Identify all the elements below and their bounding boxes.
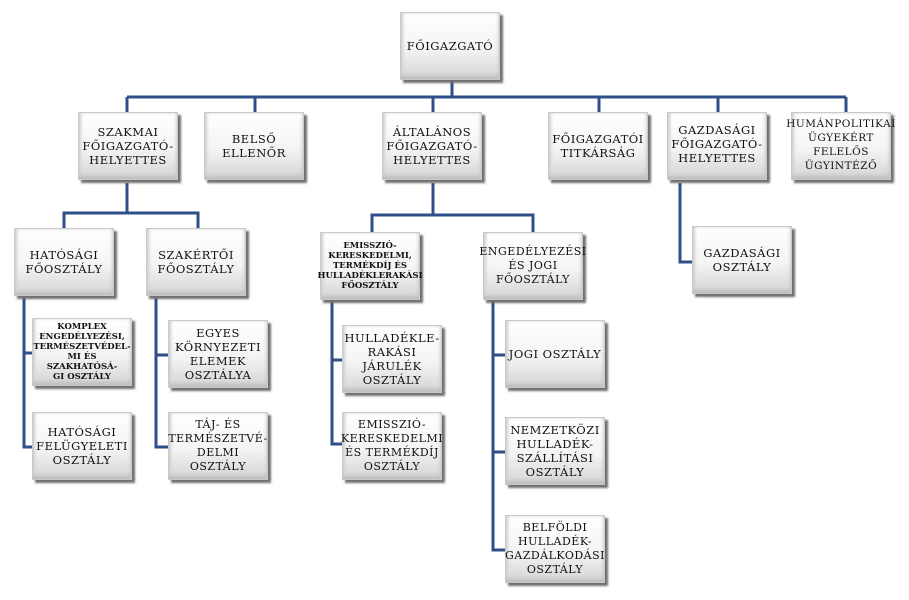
box-gazdasagi-foigazgato-helyettes: GAZDASÁGI FŐIGAZGATÓ- HELYETTES: [667, 112, 767, 180]
box-gazdasagi-osztaly: GAZDASÁGI OSZTÁLY: [692, 226, 792, 294]
box-engedelyezesi-jogi-foosztaly: ENGEDÉLYEZÉSI ÉS JOGI FŐOSZTÁLY: [479, 232, 586, 300]
connector-szakertoi-children: [154, 298, 168, 449]
connector-engedelyezesi-children: [491, 298, 505, 552]
box-egyes-kornyezeti-elemek-osztalya: EGYES KÖRNYEZETI ELEMEK OSZTÁLYA: [168, 320, 268, 388]
connector-altalanos-children: [370, 183, 535, 232]
box-humanpolitikai-ugyintezo: HUMÁNPOLITIKAI ÜGYEKÉRT FELELŐS ÜGYINTÉZ…: [786, 112, 895, 180]
box-komplex-engedelyezesi-osztaly: KOMPLEX ENGEDÉLYEZÉSI, TERMÉSZETVÉDEL- M…: [32, 318, 132, 386]
box-belso-ellenor: BELSŐ ELLENŐR: [204, 112, 304, 180]
connector-hatosagi-children: [22, 298, 32, 449]
box-hatosagi-foosztaly: HATÓSÁGI FŐOSZTÁLY: [14, 228, 114, 296]
connector-gazdasagi-child: [678, 183, 692, 264]
box-emisszio-foosztaly: EMISSZIÓ- KERESKEDELMI, TERMÉKDÍJ ÉS HUL…: [317, 232, 423, 300]
box-foigazgato: FŐIGAZGATÓ: [400, 12, 500, 80]
box-jogi-osztaly: JOGI OSZTÁLY: [505, 320, 605, 388]
box-taj-es-termeszetvedelmi-osztaly: TÁJ- ÉS TERMÉSZETVÉ- DELMI OSZTÁLY: [168, 412, 268, 480]
box-szakertoi-foosztaly: SZAKÉRTŐI FŐOSZTÁLY: [146, 228, 246, 296]
box-emisszio-kereskedelmi-termekdij-osztaly: EMISSZIÓ- KERESKEDELMI ÉS TERMÉKDÍJ OSZT…: [341, 412, 443, 480]
box-hulladeklerakasi-jarulek-osztaly: HULLADÉKLE- RAKÁSI JÁRULÉK OSZTÁLY: [342, 325, 442, 393]
box-belfoldi-hulladekgazdalkodasi-osztaly: BELFÖLDI HULLADÉK- GAZDÁLKODÁSI OSZTÁLY: [505, 515, 605, 583]
connector-emisszio-children: [330, 300, 342, 446]
box-hatosagi-felugyeleti-osztaly: HATÓSÁGI FELÜGYELETI OSZTÁLY: [32, 412, 132, 480]
box-szakmai-foigazgato-helyettes: SZAKMAI FŐIGAZGATÓ- HELYETTES: [78, 112, 178, 180]
box-nemzetkozi-hulladekszallitasi-osztaly: NEMZETKÖZI HULLADÉK- SZÁLLÍTÁSI OSZTÁLY: [505, 417, 605, 485]
connector-szakmai-children: [62, 183, 200, 228]
box-foigazgatoi-titkarsag: FŐIGAZGATÓI TITKÁRSÁG: [548, 112, 648, 180]
box-altalanos-foigazgato-helyettes: ÁLTALÁNOS FŐIGAZGATÓ- HELYETTES: [382, 112, 482, 180]
